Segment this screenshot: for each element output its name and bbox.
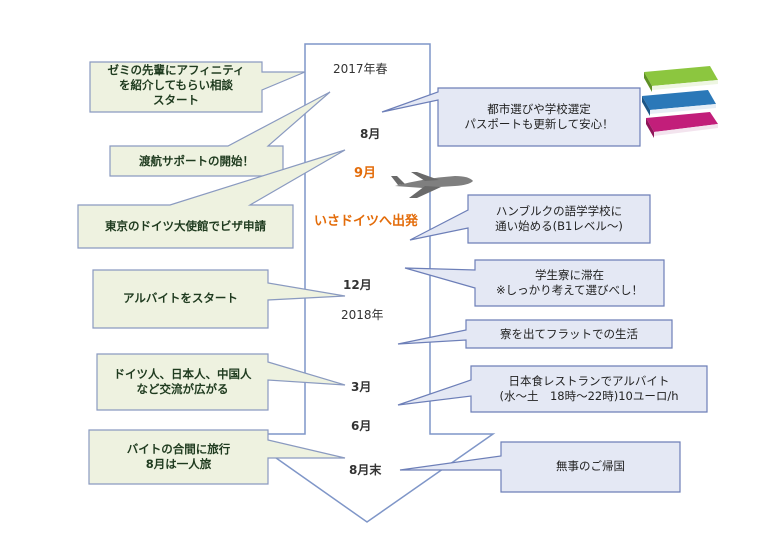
left-callout-5: [96, 353, 346, 411]
label-aug: 8月: [360, 127, 381, 141]
left-callout-6: [88, 429, 346, 485]
right-callout-3: [404, 259, 665, 307]
left-box-3-text: 東京のドイツ大使館でビザ申請: [78, 219, 293, 234]
label-sep: 9月: [354, 166, 377, 181]
right-callout-4: [397, 319, 673, 349]
left-box-1-text: ゼミの先輩にアフィニティ を紹介してもらい相談 スタート: [90, 63, 262, 108]
label-jun: 6月: [351, 419, 372, 433]
text-line: 8月は一人旅: [145, 457, 212, 471]
text-line: スタート: [153, 93, 199, 107]
books-icon: [642, 66, 718, 138]
text-line: アルバイトをスタート: [123, 291, 238, 305]
text-line: 東京のドイツ大使館でビザ申請: [105, 219, 266, 233]
left-callout-3: [77, 149, 346, 249]
left-callout-4: [92, 269, 346, 329]
text-line: ゼミの先輩にアフィニティ: [107, 63, 245, 77]
right-box-5-text: 日本食レストランでアルバイト (水～土 18時～22時)10ユーロ/h: [471, 374, 707, 404]
text-line: ドイツ人、日本人、中国人: [113, 367, 252, 381]
right-callout-5: [397, 365, 708, 413]
label-dec: 12月: [343, 278, 372, 292]
right-box-2-text: ハンブルクの語学学校に 通い始める(B1レベル～): [468, 204, 650, 234]
right-callout-1: [381, 87, 641, 147]
text-line: 寮を出てフラットでの生活: [500, 327, 638, 341]
right-box-6-text: 無事のご帰国: [501, 459, 680, 474]
left-callout-2: [109, 91, 331, 177]
right-callout-2: [409, 194, 651, 244]
left-box-4-text: アルバイトをスタート: [93, 291, 268, 306]
label-2018: 2018年: [341, 308, 384, 322]
text-line: 都市選びや学校選定: [487, 102, 591, 116]
left-box-2-text: 渡航サポートの開始！: [110, 154, 283, 169]
text-line: など交流が広がる: [136, 382, 229, 396]
label-mar: 3月: [351, 380, 372, 394]
right-box-4-text: 寮を出てフラットでの生活: [466, 327, 672, 342]
left-callout-1: [89, 61, 306, 113]
left-box-6-text: バイトの合間に旅行 8月は一人旅: [89, 442, 268, 472]
right-callout-6: [399, 441, 681, 493]
text-line: 学生寮に滞在: [535, 268, 604, 282]
right-box-1-text: 都市選びや学校選定 パスポートも更新して安心！: [438, 102, 640, 132]
text-line: 渡航サポートの開始！: [139, 154, 254, 168]
text-line: 通い始める(B1レベル～): [495, 219, 623, 233]
text-line: パスポートも更新して安心！: [464, 117, 614, 131]
text-line: を紹介してもらい相談: [118, 78, 234, 92]
right-box-3-text: 学生寮に滞在 ※しっかり考えて選びべし！: [475, 268, 664, 298]
text-line: 無事のご帰国: [556, 459, 625, 473]
text-line: ※しっかり考えて選びべし！: [495, 283, 644, 297]
text-line: バイトの合間に旅行: [126, 442, 231, 456]
label-2017-spring: 2017年春: [333, 62, 388, 76]
text-line: (水～土 18時～22時)10ユーロ/h: [499, 389, 679, 403]
text-line: ハンブルクの語学学校に: [495, 204, 623, 218]
left-box-5-text: ドイツ人、日本人、中国人 など交流が広がる: [97, 367, 268, 397]
label-aug-end: 8月末: [349, 463, 382, 477]
airplane-icon: [391, 172, 473, 198]
label-departure: いさドイツへ出発: [314, 214, 419, 229]
text-line: 日本食レストランでアルバイト: [508, 374, 670, 388]
timeline-arrow: [239, 43, 496, 523]
